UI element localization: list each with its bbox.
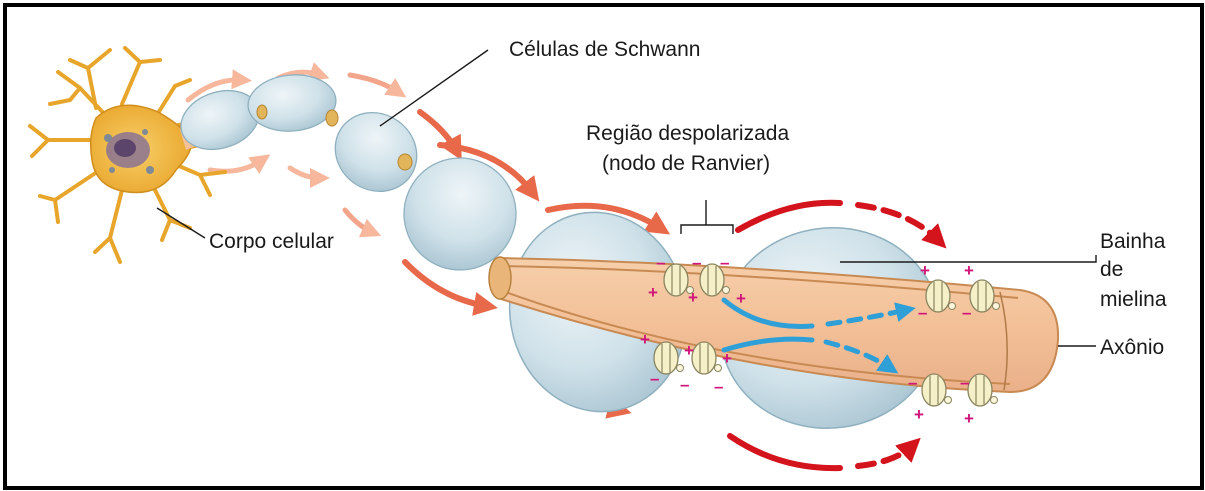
svg-text:–: – xyxy=(908,373,917,392)
svg-text:–: – xyxy=(918,303,927,322)
bracket-node xyxy=(681,200,733,234)
svg-text:+: + xyxy=(648,283,658,302)
svg-text:–: – xyxy=(962,303,971,322)
svg-text:–: – xyxy=(714,377,723,396)
svg-text:–: – xyxy=(680,375,689,394)
svg-text:–: – xyxy=(656,253,665,272)
label-regiao-2: (nodo de Ranvier) xyxy=(602,152,770,175)
label-corpo: Corpo celular xyxy=(209,230,334,253)
svg-text:+: + xyxy=(684,341,694,360)
neuron-body-icon xyxy=(30,48,225,262)
label-regiao-1: Região despolarizada xyxy=(586,122,789,145)
svg-text:+: + xyxy=(964,409,974,428)
label-bainha-3: mielina xyxy=(1100,288,1167,311)
svg-text:–: – xyxy=(692,253,701,272)
svg-text:+: + xyxy=(736,289,746,308)
svg-text:–: – xyxy=(720,253,729,272)
svg-text:–: – xyxy=(960,373,969,392)
label-bainha-2: de xyxy=(1100,258,1123,281)
svg-text:+: + xyxy=(640,330,650,349)
label-bainha-1: Bainha xyxy=(1100,230,1166,253)
svg-text:+: + xyxy=(920,261,930,280)
svg-text:+: + xyxy=(964,261,974,280)
label-axonio: Axônio xyxy=(1100,336,1164,359)
svg-text:+: + xyxy=(914,405,924,424)
svg-text:+: + xyxy=(688,288,698,307)
svg-text:–: – xyxy=(650,369,659,388)
label-schwann: Células de Schwann xyxy=(509,38,700,61)
schwann-cell-icon xyxy=(173,71,539,293)
